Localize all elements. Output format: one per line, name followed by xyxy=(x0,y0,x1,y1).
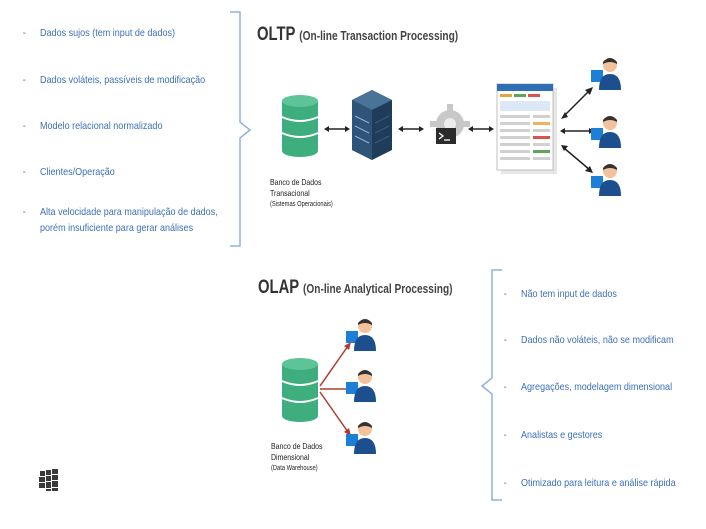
oltp-bullet-3: -Modelo relacional normalizado xyxy=(22,120,163,132)
user-icon xyxy=(591,164,621,196)
olap-title: OLAP (On-line Analytical Processing) xyxy=(258,277,453,298)
oltp-bullet-2: -Dados voláteis, passíveis de modificaçã… xyxy=(22,74,206,86)
user-icon xyxy=(346,422,376,454)
oltp-bullet-5: -Alta velocidade para manipulação de dad… xyxy=(22,206,218,218)
user-icon xyxy=(591,116,621,148)
oltp-bracket xyxy=(230,11,252,247)
oltp-bullet-1: -Dados sujos (tem input de dados) xyxy=(22,27,176,39)
oltp-bullet-4: -Clientes/Operação xyxy=(22,166,115,178)
user-icon xyxy=(346,370,376,402)
arrow-server-gear xyxy=(398,126,424,132)
oltp-bullet-5-continued: porém insuficiente para gerar análises xyxy=(40,222,194,234)
olap-bullet-4: -Analistas e gestores xyxy=(503,429,603,441)
arrow-gear-dashboard xyxy=(468,126,494,132)
olap-database-icon xyxy=(281,358,319,422)
arrows-dashboard-users xyxy=(560,87,594,173)
oltp-title: OLTP (On-line Transaction Processing) xyxy=(257,24,459,45)
user-icon xyxy=(346,319,376,351)
dashboard-window-icon xyxy=(496,83,557,174)
olap-db-caption: Banco de Dados Dimensional (Data Warehou… xyxy=(271,441,323,472)
oltp-database-icon xyxy=(281,95,319,157)
olap-bullet-5: -Otimizado para leitura e análise rápida xyxy=(503,477,676,489)
user-icon xyxy=(591,58,621,90)
olap-bullet-2: -Dados não voláteis, não se modificam xyxy=(503,334,674,346)
olap-bullet-1: -Não tem input de dados xyxy=(503,288,617,300)
arrow-db-server xyxy=(324,126,350,132)
olap-bracket xyxy=(480,269,502,501)
gear-terminal-icon xyxy=(430,104,470,144)
windows-logo-icon xyxy=(39,469,58,491)
oltp-db-caption: Banco de Dados Transacional (Sistemas Op… xyxy=(270,177,333,208)
olap-bullet-3: -Agregações, modelagem dimensional xyxy=(503,381,673,393)
server-icon xyxy=(352,90,392,160)
